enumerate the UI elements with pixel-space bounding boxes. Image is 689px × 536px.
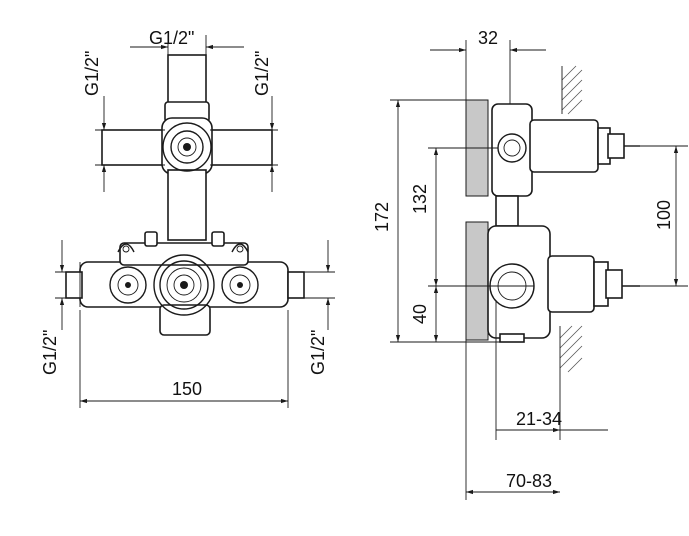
top-right-label: G1/2" — [252, 51, 272, 96]
wall-hatching — [559, 65, 583, 373]
side-thermostat — [487, 195, 640, 343]
height-total-label: 172 — [372, 202, 392, 232]
front-view: G1/2" G1/2" G1/2" G1/2" G1/2" 150 — [40, 28, 335, 408]
top-outlet-label: G1/2" — [149, 28, 194, 48]
side-view: 32 172 132 40 100 21-34 70-83 — [372, 28, 688, 500]
height-mid-label: 132 — [410, 184, 430, 214]
spindle-spacing-label: 100 — [654, 200, 674, 230]
height-low-label: 40 — [410, 304, 430, 324]
width-dimension-label: 150 — [172, 379, 202, 399]
side-diverter — [491, 103, 640, 197]
wall-range-large-label: 70-83 — [506, 471, 552, 491]
depth-top-label: 32 — [478, 28, 498, 48]
bottom-left-label: G1/2" — [40, 330, 60, 375]
bottom-right-label: G1/2" — [308, 330, 328, 375]
wall-range-small-label: 21-34 — [516, 409, 562, 429]
mounting-plate-bottom — [465, 221, 489, 341]
top-cross-fitting — [101, 54, 273, 241]
side-dimensions — [390, 40, 688, 500]
top-left-label: G1/2" — [82, 51, 102, 96]
mixer-body — [65, 231, 305, 336]
front-dimensions — [55, 35, 335, 408]
